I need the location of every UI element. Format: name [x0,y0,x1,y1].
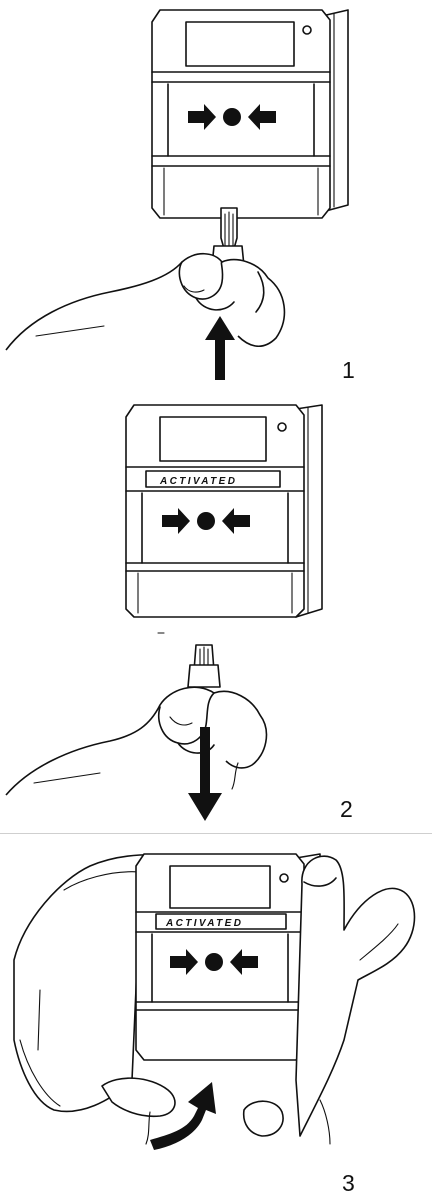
hand-icon [101,1077,284,1145]
step-number-3: 3 [342,1170,355,1196]
motion-arrow-icon [205,316,235,380]
step-1-panel [5,9,349,380]
call-point-device [151,9,349,219]
motion-arrow-icon [150,1082,216,1150]
display-window [185,21,295,67]
reset-key-icon [187,644,221,688]
arrows-pointing-at-dot-icon [188,104,276,130]
activated-label: ACTIVATED [159,476,237,487]
step-3-panel: ACTIVATED [13,853,416,1150]
call-point-device: ACTIVATED [135,853,321,1061]
call-point-device: ACTIVATED [125,404,323,618]
hand-icon [5,686,268,796]
activated-label: ACTIVATED [165,918,243,929]
hand-icon [13,854,204,1113]
step-number-1: 1 [342,357,355,383]
hand-icon [295,855,416,1145]
led-indicator-icon [302,25,312,35]
arrows-pointing-at-dot-icon [162,508,250,534]
hand-icon [5,252,286,351]
motion-arrow-icon [188,727,222,821]
step-divider [0,833,432,834]
arrows-pointing-at-dot-icon [170,949,258,975]
led-indicator-icon [279,873,289,883]
display-window [159,416,267,462]
step-number-2: 2 [340,796,353,822]
step-2-panel: ACTIVATED [5,404,323,821]
display-window [169,865,271,909]
led-indicator-icon [277,422,287,432]
